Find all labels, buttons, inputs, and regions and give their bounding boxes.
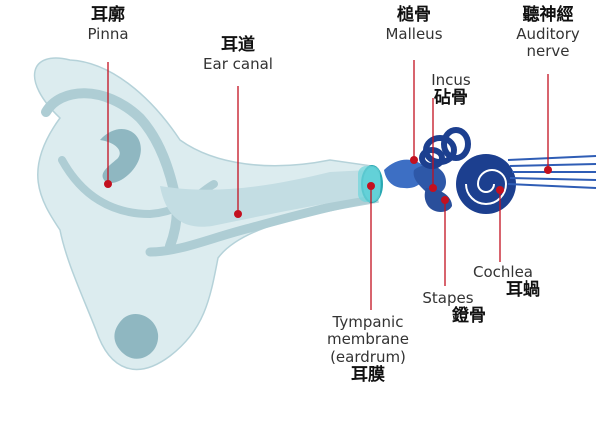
pointers — [104, 60, 552, 310]
label-stapes: Stapes 鐙骨 — [406, 289, 490, 327]
ear-canal-en: Ear canal — [203, 54, 273, 73]
incus-en: Incus — [431, 71, 471, 89]
label-auditory-nerve: 聽神經 Auditory nerve — [502, 5, 594, 60]
label-cochlea: Cochlea 耳蝸 — [460, 263, 546, 301]
tympanic-en-2: membrane — [326, 330, 410, 349]
label-malleus: 槌骨 Malleus — [368, 5, 460, 43]
label-ear-canal: 耳道 Ear canal — [188, 35, 288, 73]
cochlea-zh: 耳蝸 — [506, 280, 540, 301]
stapes-zh: 鐙骨 — [452, 306, 486, 327]
auditory-nerve-zh: 聽神經 — [522, 5, 574, 25]
tympanic-en-1: Tympanic — [332, 313, 404, 331]
pinna-en: Pinna — [87, 24, 129, 43]
label-incus: Incus 砧骨 — [418, 71, 484, 109]
malleus-zh: 槌骨 — [397, 5, 431, 25]
tympanic-en-3: (eardrum) — [330, 347, 406, 366]
stapes-en: Stapes — [422, 289, 474, 307]
lobule — [114, 313, 159, 359]
auditory-nerve-en-1: Auditory — [516, 24, 580, 43]
label-pinna: 耳廓 Pinna — [68, 5, 148, 43]
malleus-shape — [384, 159, 426, 189]
auditory-nerve-shape — [507, 155, 597, 189]
ear-canal — [160, 170, 370, 227]
malleus-en: Malleus — [385, 24, 443, 43]
pinna-zh: 耳廓 — [91, 5, 125, 25]
incus-zh: 砧骨 — [434, 88, 468, 109]
auditory-nerve-en-2: nerve — [526, 41, 570, 60]
tympanic-zh: 耳膜 — [351, 364, 385, 385]
canal-lower-band — [145, 193, 377, 257]
cochlea-en: Cochlea — [473, 263, 533, 281]
semicircular-canals — [419, 127, 471, 169]
ear-canal-zh: 耳道 — [221, 35, 255, 55]
cochlea-shape — [456, 154, 516, 214]
label-tympanic: Tympanic membrane (eardrum) 耳膜 — [312, 313, 424, 385]
ossicles — [384, 159, 452, 212]
incus-shape — [413, 165, 446, 195]
concha — [100, 129, 141, 184]
